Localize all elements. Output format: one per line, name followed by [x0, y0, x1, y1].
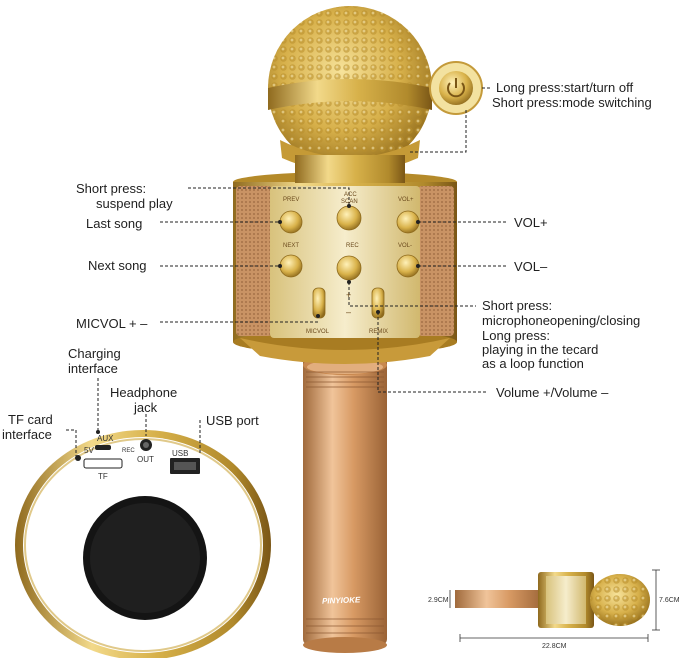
panel-rec-label: REC [346, 243, 359, 249]
panel-remix-label: REMIX [369, 329, 389, 335]
panel-minus-label: – [346, 307, 352, 317]
panel-prev-label: PREV [283, 197, 300, 203]
headphone-label-1: Headphone [110, 385, 178, 400]
panel-next-label: NEXT [283, 243, 300, 249]
panel-acc-label: ACC [344, 192, 357, 198]
panel-volp-label: VOL+ [398, 197, 414, 203]
mic-open-close-label: microphoneopening/closing [482, 313, 641, 328]
base-aux-label: AUX [97, 434, 114, 443]
headphone-label-2: jack [134, 400, 158, 415]
power-short-press-label: Short press:mode switching [492, 95, 652, 110]
mic-loop-label-2: as a loop function [482, 356, 584, 371]
base-out-label: OUT [137, 455, 154, 464]
charging-label-2: interface [68, 361, 118, 376]
mic-head [268, 6, 432, 183]
panel-volm-label: VOL- [398, 243, 413, 249]
vol-minus-label: VOL– [514, 259, 548, 274]
size-diagram [449, 569, 660, 642]
panel-buttons [279, 205, 420, 319]
brand-logo: PINYIOKE [321, 595, 361, 606]
dimension-height: 7.6CM [659, 597, 679, 604]
tf-card-label-2: interface [2, 427, 52, 442]
power-button-inset [429, 61, 483, 115]
mic-loop-label-1: playing in the tecard [482, 342, 599, 357]
dimension-width: 22.8CM [542, 643, 567, 650]
power-long-press-label: Long press:start/turn off [496, 80, 634, 95]
vol-plus-label: VOL+ [514, 215, 548, 230]
base-view [15, 430, 271, 658]
volume-label: Volume +/Volume – [496, 385, 609, 400]
base-rec-label: REC [122, 448, 135, 454]
panel-plus-label: + [346, 290, 352, 300]
handle [303, 355, 387, 653]
micvol-label: MICVOL + – [76, 316, 148, 331]
tf-card-label-1: TF card [8, 412, 53, 427]
panel-micvol-label: MICVOL [306, 329, 330, 335]
panel-scan-label: SCAN [341, 199, 358, 205]
usb-port-label: USB port [206, 413, 259, 428]
suspend-label-1: Short press: [76, 181, 147, 196]
suspend-label-2: suspend play [96, 196, 173, 211]
base-usb-label: USB [172, 449, 189, 458]
base-tf-label: TF [98, 472, 108, 481]
next-song-label: Next song [88, 258, 147, 273]
mic-long-press-label: Long press: [482, 328, 550, 343]
callout-lines [66, 87, 508, 456]
charging-label-1: Charging [68, 346, 121, 361]
mic-short-press-label: Short press: [482, 298, 553, 313]
last-song-label: Last song [86, 216, 143, 231]
dimension-handle: 2.9CM [428, 597, 449, 604]
base-5v-label: 5V [84, 446, 94, 455]
